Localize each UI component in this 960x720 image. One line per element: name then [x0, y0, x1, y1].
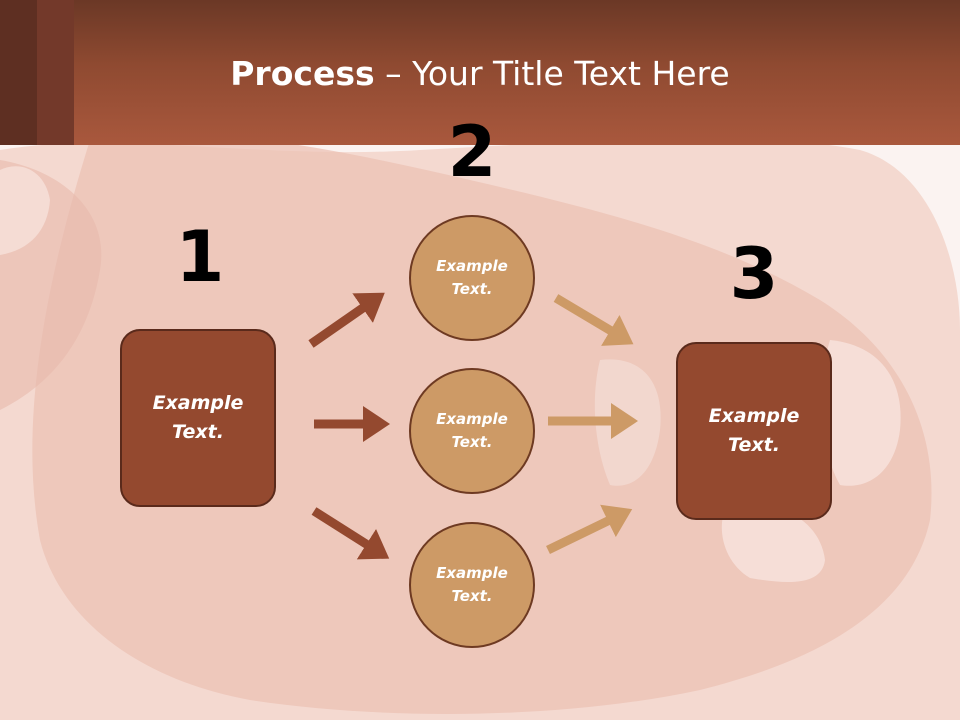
- step-number-1: 1: [175, 216, 225, 298]
- circle-bottom-text: Example Text.: [436, 564, 508, 605]
- slide-title: Process – Your Title Text Here: [0, 52, 960, 96]
- title-rest: – Your Title Text Here: [374, 54, 730, 93]
- arrow-left-to-bottom: [311, 507, 390, 560]
- circle-top-text: Example Text.: [436, 257, 508, 298]
- header-accent-stripe: [0, 0, 37, 145]
- right-process-box: Example Text.: [676, 342, 832, 520]
- circle-node-bottom: Example Text.: [409, 522, 535, 648]
- step-number-2: 2: [447, 111, 497, 193]
- arrow-left-to-top: [308, 292, 385, 348]
- right-box-text: Example Text.: [708, 405, 800, 456]
- circle-node-middle: Example Text.: [409, 368, 535, 494]
- circle-node-top: Example Text.: [409, 215, 535, 341]
- circle-middle-text: Example Text.: [436, 410, 508, 451]
- header-banner: [0, 0, 960, 145]
- step-number-3: 3: [729, 233, 779, 315]
- left-box-text: Example Text.: [152, 392, 244, 443]
- header-accent-stripe: [37, 0, 74, 145]
- title-bold: Process: [230, 54, 375, 93]
- arrow-top-to-right: [553, 294, 634, 346]
- arrow-bottom-to-right: [546, 504, 633, 555]
- left-process-box: Example Text.: [120, 329, 276, 507]
